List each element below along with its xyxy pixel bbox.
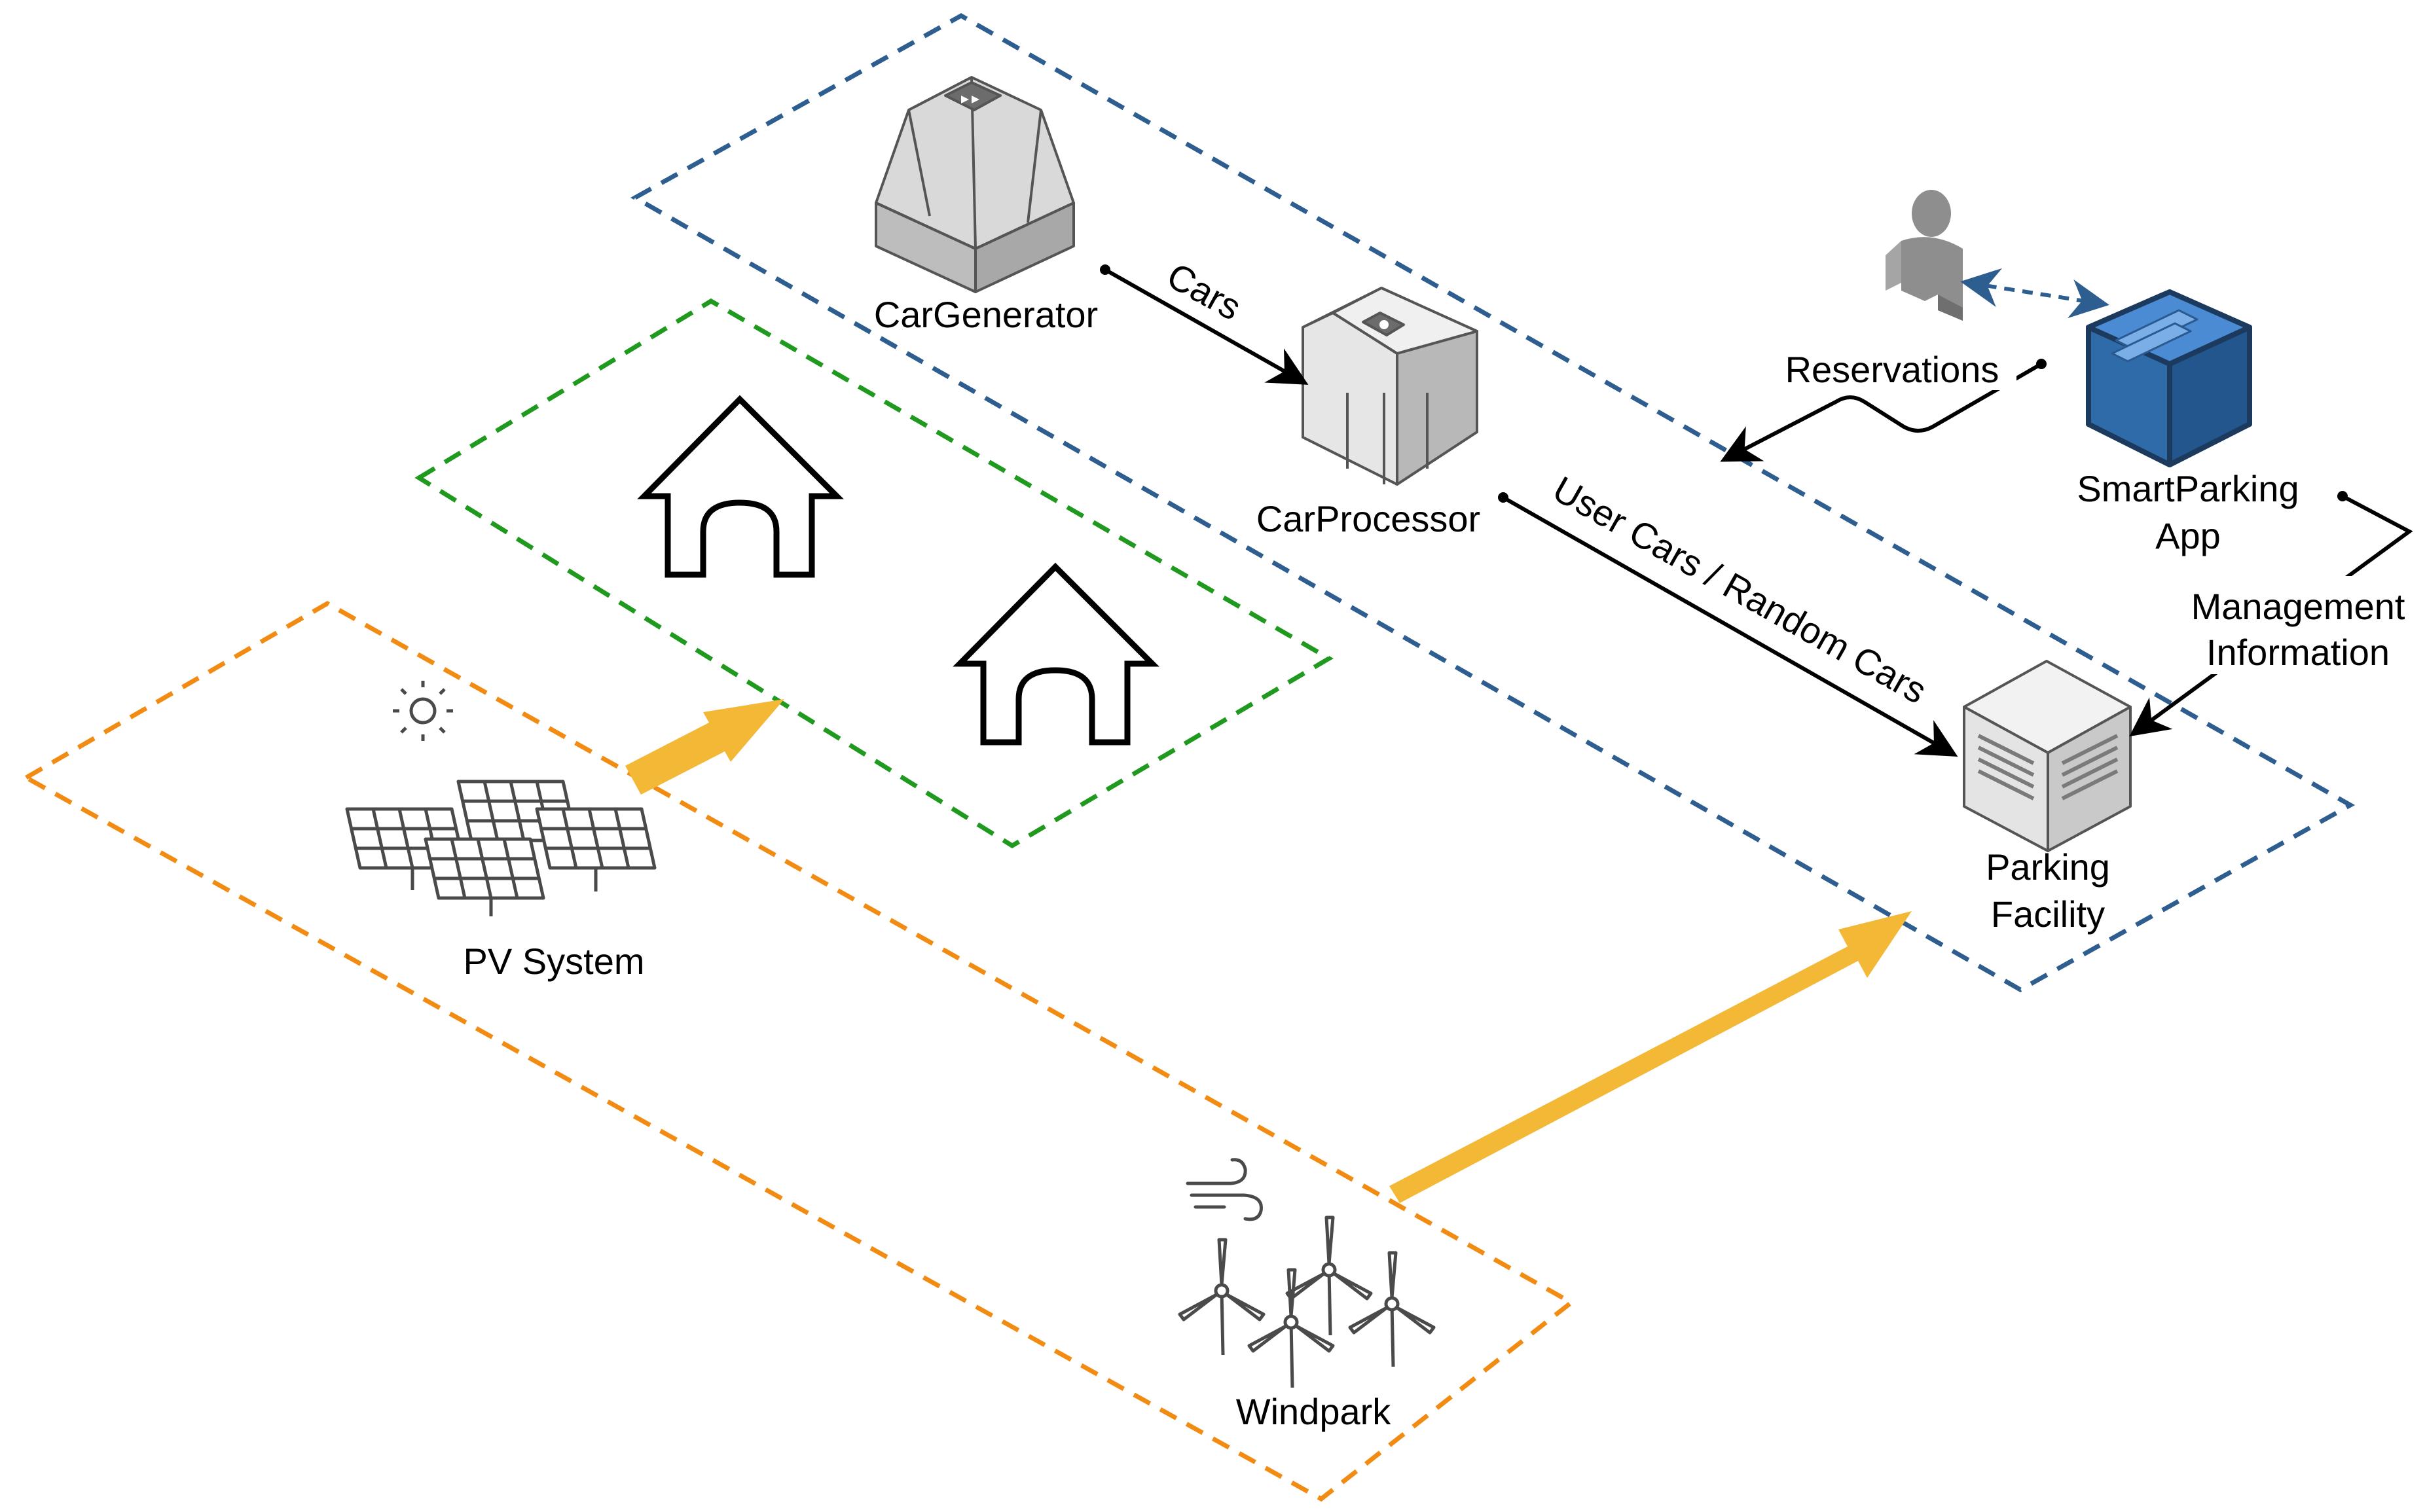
edge-label-cars: Cars <box>1160 255 1248 328</box>
parking-facility-icon <box>1963 660 2132 852</box>
edge-cars: Cars <box>1100 255 1309 385</box>
solar-panel-icon <box>345 780 657 916</box>
node-label-parking-2: Facility <box>1991 893 2105 935</box>
node-label-cargenerator: CarGenerator <box>874 294 1098 335</box>
processor-icon <box>1302 287 1478 486</box>
wind-icon <box>1186 1158 1263 1221</box>
energy-arrow-pv <box>625 699 784 795</box>
server-icon <box>875 76 1075 293</box>
node-label-parking-1: Parking <box>1986 846 2110 888</box>
blue-zone <box>630 12 2356 993</box>
node-label-carprocessor: CarProcessor <box>1256 498 1480 539</box>
house-icon <box>953 562 1159 746</box>
energy-arrow-windpark <box>1389 911 1912 1203</box>
edge-reservations: Reservations <box>1720 340 2047 462</box>
edge-label-management-1: Management <box>2191 586 2405 627</box>
node-label-smartparking-2: App <box>2155 515 2221 556</box>
green-zone <box>414 298 1334 849</box>
edge-management-information: Management Information <box>2129 491 2417 737</box>
user-app-link <box>1960 268 2109 319</box>
edge-label-management-2: Information <box>2206 632 2390 673</box>
orange-zone <box>21 600 1576 1502</box>
node-label-windpark: Windpark <box>1236 1391 1392 1432</box>
user-icon <box>1886 190 1963 321</box>
smartparking-app-icon <box>2086 289 2252 467</box>
edge-label-reservations: Reservations <box>1785 349 1999 390</box>
wind-turbine-icon <box>1178 1215 1436 1388</box>
node-label-smartparking-1: SmartParking <box>2077 468 2299 509</box>
sun-icon <box>393 681 453 741</box>
node-label-pv-system: PV System <box>464 941 645 982</box>
edge-user-random-cars: User Cars / Random Cars <box>1498 468 1958 757</box>
edge-label-user-random-cars: User Cars / Random Cars <box>1546 468 1934 711</box>
house-icon <box>637 395 844 578</box>
